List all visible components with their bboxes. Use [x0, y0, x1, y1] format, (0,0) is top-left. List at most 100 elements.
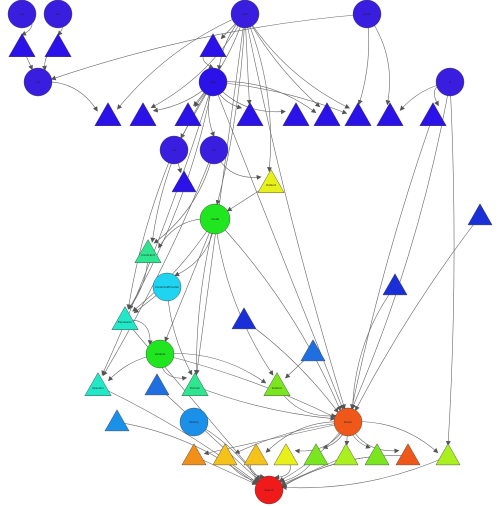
triangle-node-shape	[144, 373, 170, 396]
node-n36: Solution	[263, 372, 291, 396]
node-label: ConstraintProvider	[155, 285, 180, 289]
circle-node-shape	[230, 0, 260, 29]
node-n10: io	[435, 67, 465, 97]
node-label: Search	[265, 488, 274, 492]
node-n43	[273, 443, 299, 466]
node-label: Solver	[344, 420, 353, 424]
node-n18	[376, 102, 404, 126]
node-n27: ConstraintProvider	[152, 272, 182, 302]
node-n11	[94, 102, 122, 126]
node-n21: nio	[199, 135, 229, 165]
triangle-node-shape	[174, 102, 202, 126]
node-label: Domain	[190, 386, 200, 390]
node-label: Variable	[155, 352, 166, 356]
node-n6	[44, 33, 72, 57]
edge-n9-n29	[128, 81, 214, 310]
triangle-node-shape	[181, 443, 207, 466]
node-label: net	[172, 148, 176, 152]
edge-n4-n8	[50, 13, 368, 81]
edge-n21-n33	[102, 149, 215, 377]
node-n23: Default	[257, 169, 285, 193]
node-n24	[467, 203, 493, 226]
triangle-node-shape	[364, 443, 390, 466]
edge-n3-n17	[244, 13, 350, 109]
edge-n10-n48	[445, 81, 455, 446]
triangle-node-shape	[313, 102, 341, 126]
node-n14	[236, 102, 264, 126]
node-n17	[344, 102, 372, 126]
triangle-node-shape	[44, 33, 72, 57]
edge-n3-n12	[150, 13, 246, 108]
triangle-node-shape	[236, 102, 264, 126]
edge-n25-n39	[214, 218, 342, 412]
edge-n3-n39	[244, 13, 346, 410]
node-n39: Solver	[333, 407, 363, 437]
triangle-node-shape	[257, 169, 285, 193]
circle-node-shape	[23, 67, 53, 97]
circle-node-shape	[333, 407, 363, 437]
node-label: javax	[363, 12, 371, 16]
triangle-node-shape	[263, 372, 291, 396]
node-n25: model	[199, 203, 231, 235]
circle-node-shape	[152, 272, 182, 302]
node-n26: Constraint	[134, 239, 162, 263]
node-label: Factory	[189, 420, 199, 424]
triangle-node-shape	[171, 170, 197, 193]
node-label: util	[36, 80, 40, 84]
triangle-node-shape	[111, 306, 139, 330]
edge-n48-n49	[281, 455, 449, 491]
triangle-node-shape	[303, 443, 329, 466]
node-n22	[171, 170, 197, 193]
node-label: Operator	[92, 386, 105, 390]
node-n16	[313, 102, 341, 126]
node-label: sun	[56, 13, 61, 16]
triangle-node-shape	[212, 443, 238, 466]
triangle-node-shape	[419, 102, 447, 126]
edge-n34-n49	[156, 385, 260, 482]
edge-n39-n41	[234, 421, 349, 454]
node-n46	[364, 443, 390, 466]
triangle-node-shape	[84, 372, 112, 396]
node-n49: Search	[254, 475, 284, 505]
node-label: nio	[212, 148, 216, 152]
node-label: lang	[210, 80, 216, 84]
node-n38: Factory	[179, 407, 209, 437]
node-label: Solution	[272, 386, 283, 390]
edge-n9-n39	[212, 81, 344, 410]
edge-n3-n35	[194, 13, 246, 376]
triangle-node-shape	[8, 33, 36, 57]
node-label: Expression	[118, 320, 132, 324]
node-label: Default	[266, 183, 275, 187]
node-n4: javax	[352, 0, 382, 29]
node-n35: Domain	[181, 372, 209, 396]
triangle-node-shape	[382, 273, 408, 296]
node-label: Constraint	[141, 253, 154, 257]
edge-n30-n39	[243, 319, 339, 413]
circle-node-shape	[159, 135, 189, 165]
circle-node-shape	[254, 475, 284, 505]
circle-node-shape	[199, 135, 229, 165]
circle-node-shape	[199, 203, 231, 235]
triangle-node-shape	[333, 443, 359, 466]
circle-node-shape	[198, 67, 228, 97]
node-n45	[333, 443, 359, 466]
edge-n10-n39	[351, 81, 451, 410]
edge-n25-n36	[214, 218, 274, 376]
node-n2: sun	[43, 0, 73, 29]
edge-n9-n33	[101, 81, 214, 376]
node-n47	[395, 443, 421, 466]
triangle-node-shape	[467, 203, 493, 226]
node-n48	[435, 443, 461, 466]
node-n30	[231, 307, 257, 330]
circle-node-shape	[43, 0, 73, 29]
edge-n32-n39	[159, 353, 336, 418]
circle-node-shape	[7, 0, 37, 29]
triangle-node-shape	[243, 443, 269, 466]
node-n15	[282, 102, 310, 126]
edge-n37-n49	[116, 421, 258, 485]
circle-node-shape	[145, 339, 175, 369]
edge-n25-n35	[193, 218, 216, 376]
node-n8: util	[23, 67, 53, 97]
